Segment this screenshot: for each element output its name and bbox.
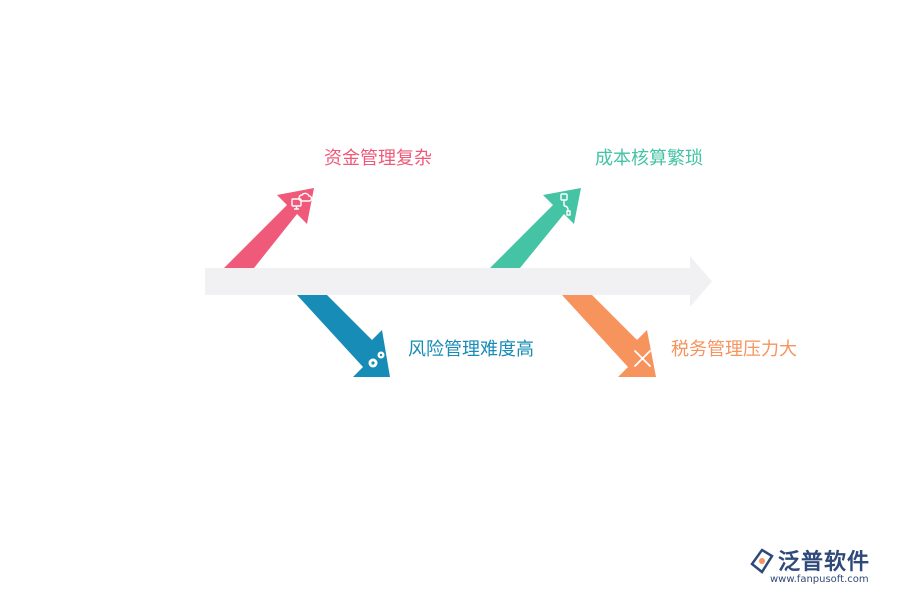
cause-arrow-risk — [297, 295, 390, 377]
gears-icon — [368, 351, 385, 368]
cause-label-funds: 资金管理复杂 — [324, 148, 432, 169]
brand-logo-icon — [750, 548, 774, 574]
brand-name: 泛普软件 — [778, 550, 871, 575]
cause-arrow-funds — [224, 188, 314, 268]
cause-label-tax: 税务管理压力大 — [671, 339, 797, 360]
spine-arrow — [205, 256, 712, 307]
cause-label-risk: 风险管理难度高 — [408, 339, 534, 360]
brand-watermark: 泛普软件 www.fanpusoft.com — [748, 544, 888, 592]
cloud-computer-icon — [291, 192, 313, 210]
cause-arrow-tax — [562, 295, 656, 377]
cause-label-cost: 成本核算繁琐 — [595, 148, 703, 169]
tools-icon — [634, 350, 651, 367]
usb-plug-icon — [560, 193, 571, 216]
brand-url: www.fanpusoft.com — [770, 574, 869, 585]
cause-arrow-cost — [490, 188, 581, 268]
